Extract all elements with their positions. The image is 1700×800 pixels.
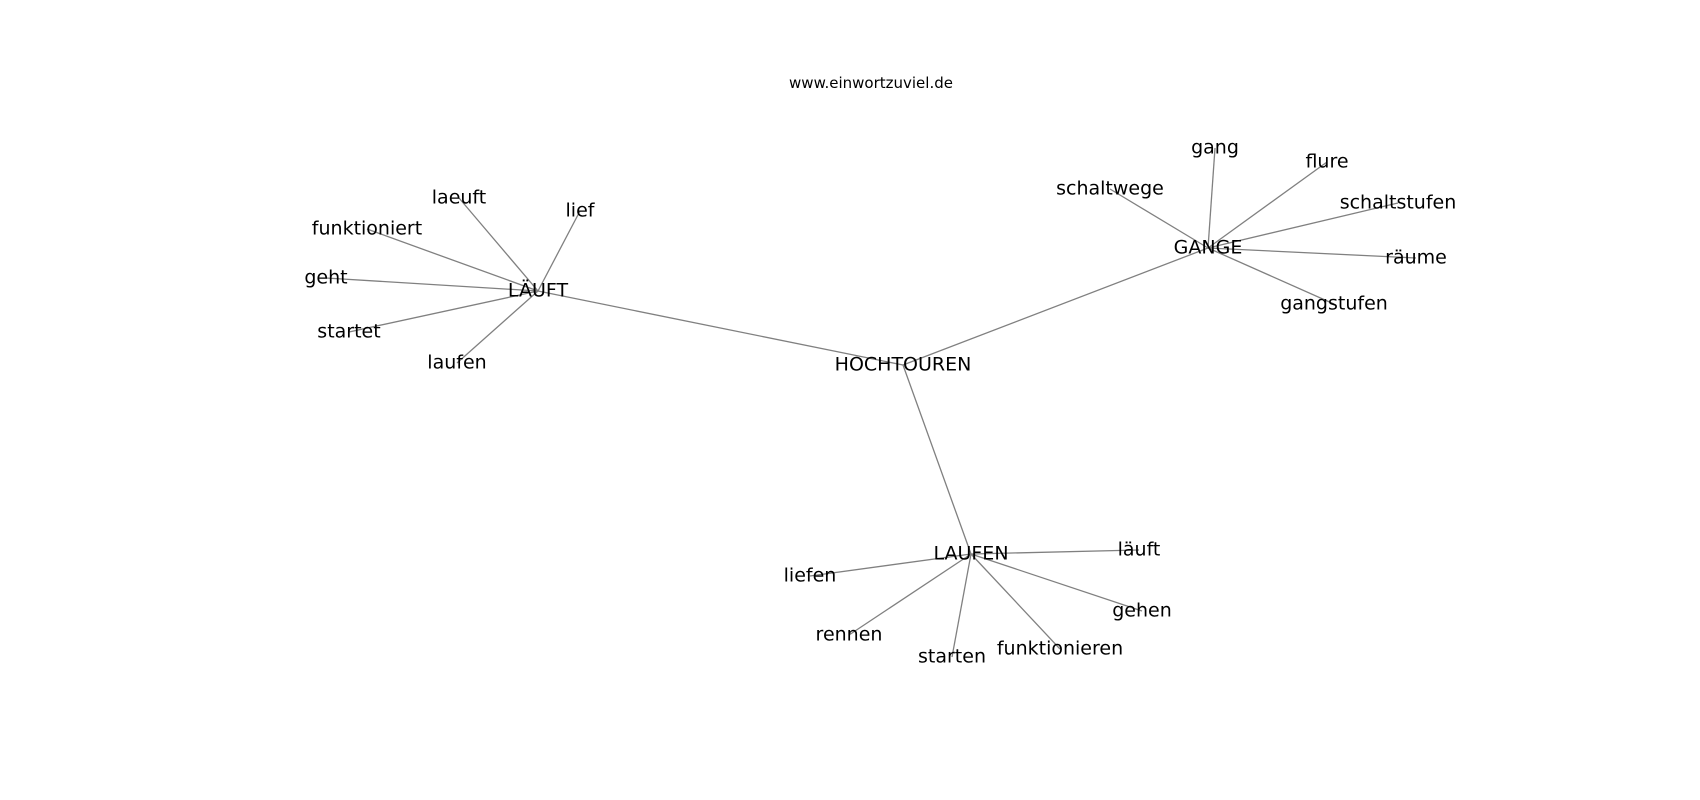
edge-laufen_hub-funktionieren [970, 553, 1061, 650]
edge-layer [325, 147, 1417, 658]
node-hochtouren: HOCHTOUREN [835, 354, 972, 376]
edge-laufen_hub-gehen [970, 553, 1143, 612]
node-funktionieren: funktionieren [997, 638, 1123, 660]
node-funktioniert: funktioniert [312, 218, 422, 240]
node-laufen-hub: LAUFEN [933, 543, 1008, 565]
edge-laeuft_hub-lief [537, 210, 581, 292]
edge-gange_hub-gangstufen [1207, 247, 1335, 305]
edge-laeuft_hub-funktioniert [366, 228, 539, 292]
node-gang: gang [1191, 137, 1239, 159]
edge-gange_hub-schaltwege [1109, 188, 1209, 249]
node-flure: flure [1305, 151, 1348, 173]
node-layer: HOCHTOUREN LÄUFT GANGE LAUFEN laeuft lief funk… [304, 137, 1456, 668]
node-geht: geht [304, 267, 347, 289]
node-laufen-low: laufen [427, 352, 486, 374]
edge-hochtouren-gange_hub [902, 247, 1209, 366]
node-schaltstufen: schaltstufen [1340, 192, 1457, 214]
node-gangstufen: gangstufen [1280, 293, 1388, 315]
edge-laeuft_hub-geht [325, 277, 539, 292]
node-lief: lief [566, 200, 596, 222]
edge-hochtouren-laeuft_hub [537, 290, 904, 366]
node-schaltwege: schaltwege [1056, 178, 1164, 200]
node-gange-hub: GANGE [1174, 237, 1243, 259]
edge-laufen_hub-liefen [809, 553, 972, 577]
edge-laeuft_hub-laufen_low [456, 290, 539, 364]
node-raeume: räume [1385, 247, 1447, 269]
edge-gange_hub-flure [1207, 161, 1328, 249]
node-startet: startet [317, 321, 380, 343]
node-rennen: rennen [816, 624, 883, 646]
edge-gange_hub-gang [1207, 147, 1216, 249]
edge-laeuft_hub-laeuft_ae [458, 197, 539, 292]
edge-gange_hub-raeume [1207, 247, 1417, 259]
site-title: www.einwortzuviel.de [789, 74, 953, 92]
node-gehen: gehen [1112, 600, 1172, 622]
edge-laufen_hub-rennen [848, 553, 972, 636]
node-liefen: liefen [784, 565, 837, 587]
edge-gange_hub-schaltstufen [1207, 202, 1399, 249]
edge-laufen_hub-laeuft_low [970, 549, 1140, 555]
node-laeuft-hub: LÄUFT [508, 279, 569, 302]
edge-hochtouren-laufen_hub [902, 364, 972, 555]
edge-laufen_hub-starten [951, 553, 972, 658]
node-laeuft-ae: laeuft [432, 187, 486, 209]
node-starten: starten [918, 646, 986, 668]
edge-laeuft_hub-startet [348, 290, 539, 333]
node-laeuft-low: läuft [1118, 539, 1161, 561]
